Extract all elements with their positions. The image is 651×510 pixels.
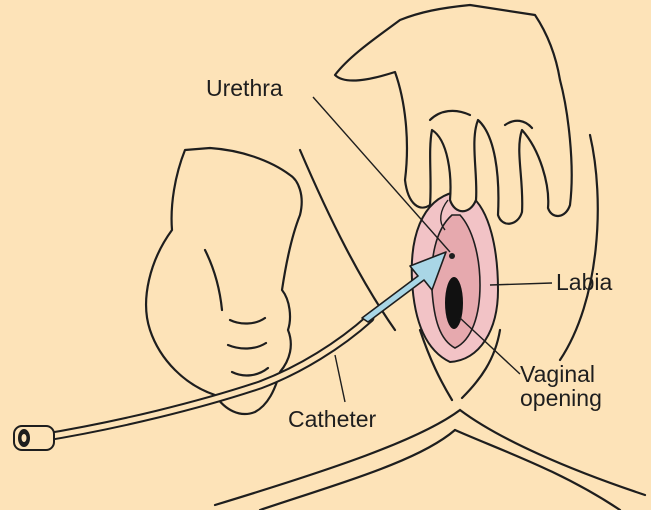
urethra-dot: [449, 253, 455, 259]
vaginal-opening-label-line1: Vaginal: [520, 362, 602, 386]
labia-label: Labia: [556, 270, 612, 294]
vaginal-opening-shape: [445, 277, 463, 329]
catheter-leader: [335, 355, 345, 402]
vaginal-opening-label-line2: opening: [520, 386, 602, 410]
urethra-label: Urethra: [206, 76, 283, 100]
top-hand: [335, 5, 572, 224]
catheter-label: Catheter: [288, 407, 376, 431]
labia-leader: [490, 283, 552, 285]
vaginal-opening-label: Vaginal opening: [520, 362, 602, 410]
